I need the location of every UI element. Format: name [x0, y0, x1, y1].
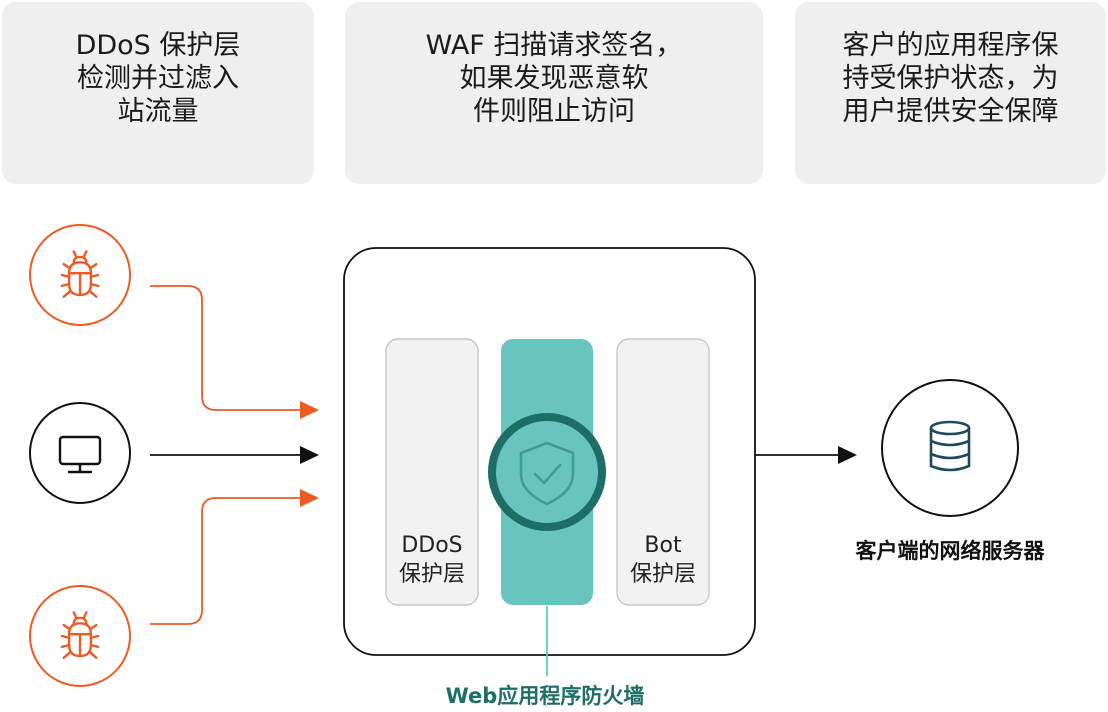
app-description-text: 客户的应用程序保 持受保护状态，为 用户提供安全保障	[842, 29, 1059, 127]
ddos-description-text: DDoS 保护层 检测并过滤入 站流量	[75, 29, 241, 127]
user-node	[29, 402, 131, 504]
ddos-layer	[385, 338, 479, 606]
shield-check-icon	[519, 441, 575, 506]
threat-node-bottom	[29, 585, 131, 687]
bot-layer	[616, 338, 710, 606]
ddos-description-panel: DDoS 保护层 检测并过滤入 站流量	[2, 2, 314, 184]
user-traffic-connector	[150, 446, 319, 464]
server-caption: 客户端的网络服务器	[855, 539, 1045, 563]
server-connector	[755, 446, 857, 464]
waf-description-panel: WAF 扫描请求签名， 如果发现恶意软 件则阻止访问	[345, 2, 763, 184]
ddos-layer-label: DDoS 保护层	[398, 533, 465, 587]
monitor-icon	[58, 435, 102, 474]
app-description-panel: 客户的应用程序保 持受保护状态，为 用户提供安全保障	[795, 2, 1106, 184]
waf-caption: Web应用程序防火墙	[445, 684, 645, 708]
database-icon	[929, 420, 971, 472]
server-node	[881, 379, 1019, 517]
bot-layer-label: Bot 保护层	[629, 533, 696, 587]
waf-description-text: WAF 扫描请求签名， 如果发现恶意软 件则阻止访问	[425, 29, 683, 127]
threat-node-top	[29, 224, 131, 326]
bottom-threat-connector	[150, 489, 319, 625]
waf-shield-badge	[488, 413, 606, 531]
top-threat-connector	[150, 285, 319, 419]
